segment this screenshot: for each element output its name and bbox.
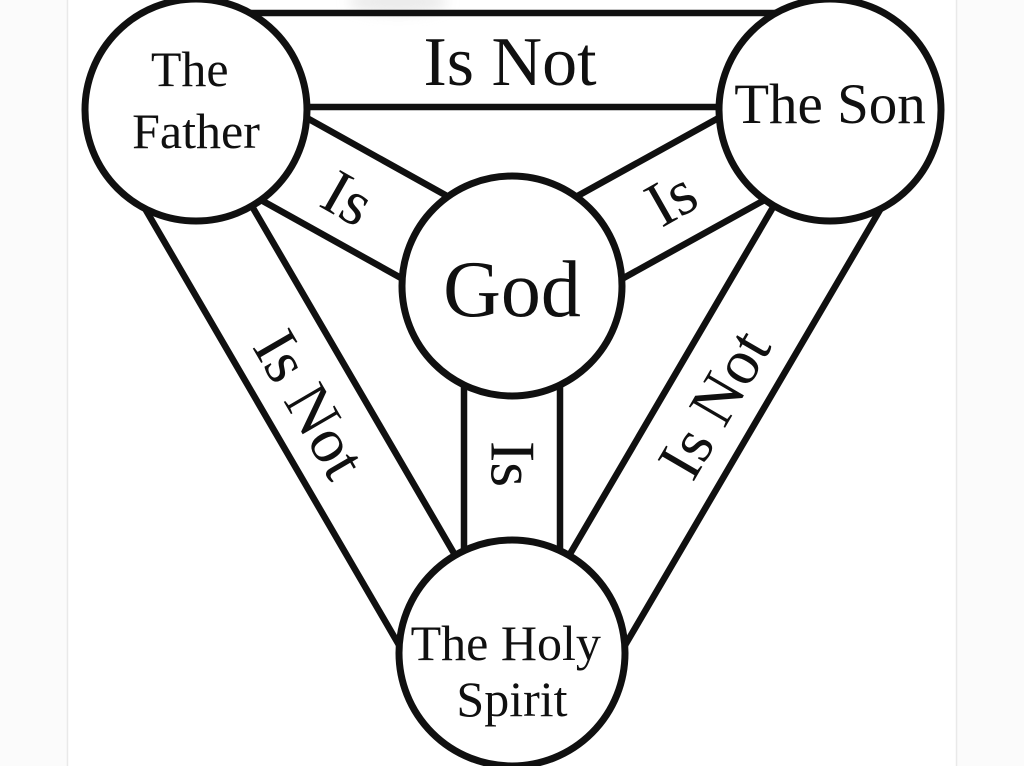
node-father-label-line1: The xyxy=(151,41,229,97)
node-spirit-circle xyxy=(395,536,629,766)
node-father-label: The Father xyxy=(132,41,260,159)
node-spirit-label-line1: The Holy xyxy=(411,615,601,671)
right-margin-strip xyxy=(957,0,1024,766)
node-son-label: The Son xyxy=(734,73,926,136)
left-margin-strip xyxy=(0,0,67,766)
node-spirit-label-line2: Spirit xyxy=(456,671,567,727)
edge-god-spirit-label: Is xyxy=(478,441,549,487)
node-father-circle xyxy=(81,0,311,225)
node-father-label-line2: Father xyxy=(132,103,260,159)
node-son-circle xyxy=(715,0,945,225)
edge-father-son-label: Is Not xyxy=(423,24,597,101)
node-god-label: God xyxy=(443,246,581,334)
edge-son-god-label: Is xyxy=(633,156,708,241)
edge-father-god-label: Is xyxy=(310,156,385,241)
node-circles xyxy=(81,0,945,766)
node-spirit-label: The Holy Spirit xyxy=(411,615,614,727)
node-god-circle xyxy=(398,172,626,400)
